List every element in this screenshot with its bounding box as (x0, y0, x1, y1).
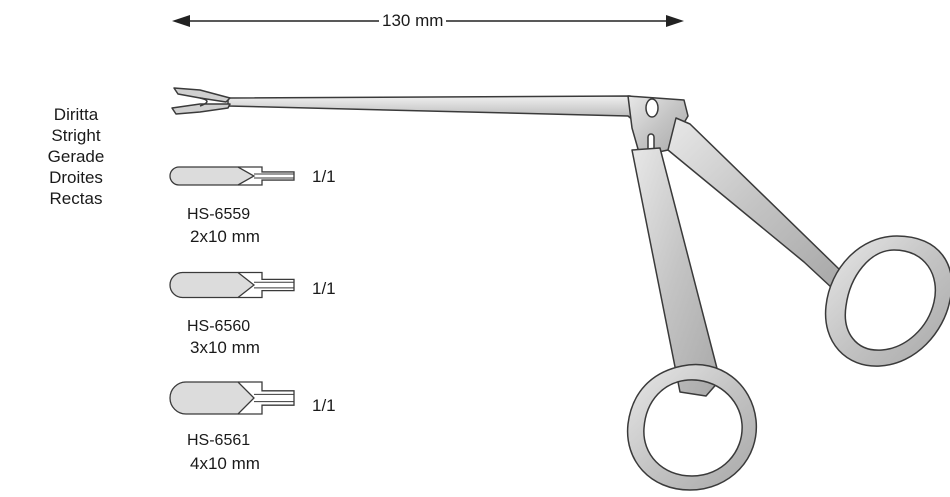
type-name-en: Stright (51, 126, 101, 145)
variant-1-code: HS-6559 (187, 206, 251, 223)
tip-shaft-2 (238, 271, 295, 299)
type-name-it: Diritta (53, 105, 99, 124)
variant-2-scale: 1/1 (312, 279, 336, 298)
finger-ring-front (626, 363, 758, 491)
tip-jaw-2 (169, 271, 256, 299)
forceps-jaw-upper (173, 87, 231, 103)
type-names: Diritta Stright Gerade Droites Rectas (0, 104, 152, 209)
type-name-de: Gerade (47, 147, 105, 166)
variant-1-size: 2x10 mm (190, 227, 260, 246)
forceps-handle-back (667, 117, 841, 289)
variant-2-size: 3x10 mm (190, 338, 260, 357)
tip-jaw-3 (169, 381, 255, 415)
tip-profile-1 (169, 166, 295, 186)
variant-3-code: HS-6561 (187, 432, 251, 449)
type-name-fr: Droites (49, 168, 103, 187)
forceps-handle-front (631, 147, 721, 397)
joint-slot (645, 98, 659, 118)
finger-ring-back (824, 235, 950, 367)
tip-jaw-1 (169, 166, 256, 186)
tip-inner-line-3 (254, 393, 294, 403)
tip-inner-line-1 (254, 173, 294, 179)
tip-shaft-1 (238, 166, 295, 186)
forceps-instrument (171, 87, 950, 491)
arrow-head-right (666, 15, 684, 27)
length-label: 130 mm (379, 11, 447, 31)
forceps-jaw-lower (171, 103, 231, 115)
variant-3-scale: 1/1 (312, 396, 336, 415)
tip-inner-line-2 (254, 281, 294, 289)
variant-2-code: HS-6560 (187, 318, 251, 335)
jaw-hinge (199, 97, 208, 107)
tip-profile-2 (169, 271, 295, 299)
tip-shaft-3 (238, 381, 295, 415)
tip-profiles (169, 166, 295, 415)
tip-profile-3 (169, 381, 295, 415)
variant-1-scale: 1/1 (312, 167, 336, 186)
variant-3-size: 4x10 mm (190, 454, 260, 473)
forceps-shaft (227, 95, 683, 129)
type-name-es: Rectas (49, 189, 103, 208)
arrow-head-left (172, 15, 190, 27)
